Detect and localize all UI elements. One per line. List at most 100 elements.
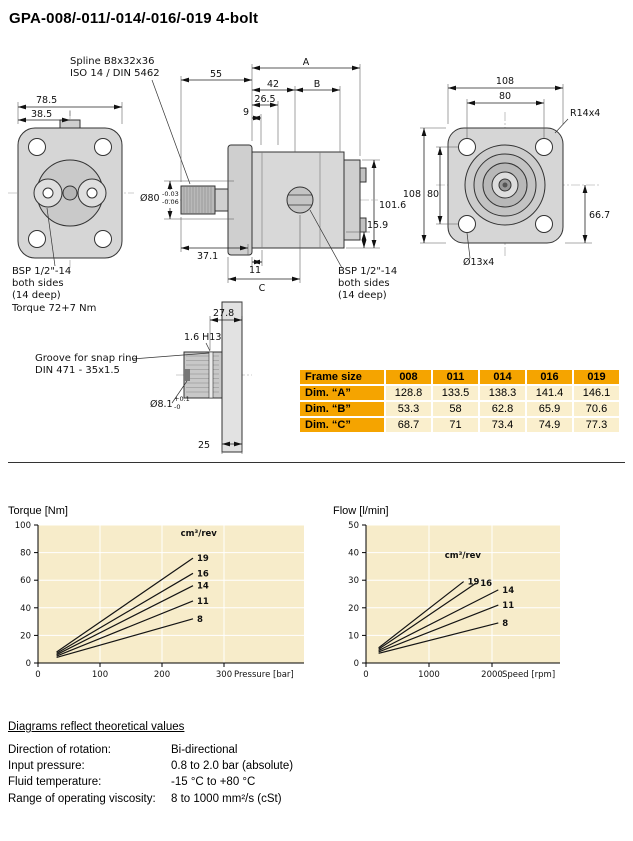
- dim-66-7: 66.7: [589, 210, 610, 221]
- chart-plot-area: [38, 525, 304, 663]
- spline-note: Spline B8x32x36 ISO 14 / DIN 5462: [70, 56, 191, 185]
- y-tick-label: 0: [26, 659, 31, 669]
- table-cell: 53.3: [384, 400, 433, 418]
- y-tick-label: 30: [348, 576, 359, 586]
- section-divider: [8, 462, 625, 463]
- front-view: 78.5 38.5 BSP 1/2"-14 both sides (14 dee…: [8, 95, 134, 314]
- spec-label: Range of operating viscosity:: [8, 792, 156, 805]
- spec-label: Direction of rotation:: [8, 744, 111, 756]
- table-cell: 70.6: [572, 400, 621, 418]
- table-header-019: 019: [572, 368, 621, 386]
- dim-25: 25: [198, 440, 210, 451]
- series-line-11: [378, 604, 499, 653]
- row-label: Dim. “B”: [298, 400, 386, 418]
- table-cell: 133.5: [431, 384, 480, 402]
- chart-grid: [38, 524, 304, 663]
- y-tick-label: 80: [20, 549, 31, 559]
- dim-A: A: [303, 57, 310, 68]
- series-label-11: 11: [502, 601, 514, 611]
- dim-80-top: 80: [499, 91, 511, 102]
- table-cell: 62.8: [478, 400, 527, 418]
- svg-text:ISO 14 / DIN 5462: ISO 14 / DIN 5462: [70, 68, 160, 79]
- table-header-row: Frame size 008 011 014 016 019: [298, 368, 621, 386]
- dim-15-9: 15.9: [367, 220, 388, 231]
- series-line-14: [56, 585, 194, 656]
- spec-row: Fluid temperature: -15 °C to +80 °C: [8, 776, 293, 792]
- table-header-011: 011: [431, 368, 480, 386]
- page-title: GPA-008/-011/-014/-016/-019 4-bolt: [9, 10, 259, 27]
- dim-B: B: [314, 79, 321, 90]
- spec-row: Direction of rotation: Bi-directional: [8, 744, 293, 760]
- svg-text:DIN 471 - 35x1.5: DIN 471 - 35x1.5: [35, 365, 120, 376]
- side-dims: A 55 42 B 26.5 9: [140, 57, 406, 294]
- x-tick-label: 0: [363, 670, 368, 680]
- y-tick-label: 40: [20, 604, 31, 614]
- svg-text:both sides: both sides: [338, 278, 390, 289]
- dim-37-1: 37.1: [197, 251, 218, 262]
- diagrams-note: Diagrams reflect theoretical values: [8, 721, 185, 733]
- spec-label: Fluid temperature:: [8, 776, 102, 789]
- series-label-11: 11: [197, 597, 209, 607]
- torque-chart-title: Torque [Nm]: [8, 505, 68, 517]
- side-port-note: BSP 1/2"-14 both sides (14 deep): [309, 209, 397, 301]
- groove-width: 1.6 H13: [184, 332, 221, 343]
- table-cell: 146.1: [572, 384, 621, 402]
- spec-row: Range of operating viscosity: 8 to 1000 …: [8, 793, 293, 809]
- table-row-dim-c: Dim. “C” 68.7 71 73.4 74.9 77.3: [298, 416, 621, 434]
- front-dims: 78.5 38.5: [17, 95, 123, 124]
- y-tick-label: 20: [20, 631, 31, 641]
- dim-11: 11: [249, 265, 261, 276]
- svg-text:both sides: both sides: [12, 278, 64, 289]
- dim-80-left: 80: [427, 189, 439, 200]
- dim-d8-1: Ø8.1: [150, 399, 173, 410]
- table-cell: 138.3: [478, 384, 527, 402]
- svg-text:BSP 1/2"-14: BSP 1/2"-14: [338, 266, 397, 277]
- shaft-hatch: [186, 355, 219, 393]
- x-axis-unit-label: Pressure [bar]: [234, 670, 294, 680]
- series-label-14: 14: [502, 586, 514, 596]
- spec-label: Input pressure:: [8, 760, 85, 773]
- y-tick-label: 60: [20, 576, 31, 586]
- front-port-note: BSP 1/2"-14 both sides (14 deep) Torque …: [11, 207, 96, 314]
- x-tick-label: 300: [216, 670, 232, 680]
- series-line-19: [56, 557, 194, 653]
- dim-9: 9: [243, 107, 249, 118]
- dim-27-8: 27.8: [213, 308, 234, 319]
- groove-note: Groove for snap ring DIN 471 - 35x1.5: [35, 352, 210, 376]
- technical-drawings: Spline B8x32x36 ISO 14 / DIN 5462: [8, 56, 610, 454]
- x-tick-label: 200: [154, 670, 170, 680]
- table-header-008: 008: [384, 368, 433, 386]
- series-label-8: 8: [197, 615, 203, 625]
- chart-axes: [362, 524, 560, 667]
- row-label: Dim. “A”: [298, 384, 386, 402]
- svg-text:BSP 1/2"-14: BSP 1/2"-14: [12, 266, 71, 277]
- x-tick-label: 100: [92, 670, 108, 680]
- series-line-16: [378, 582, 477, 650]
- table-cell: 141.4: [525, 384, 574, 402]
- x-tick-label: 0: [35, 670, 40, 680]
- displacement-unit-label: cm³/rev: [445, 551, 482, 561]
- spec-row: Input pressure: 0.8 to 2.0 bar (absolute…: [8, 760, 293, 776]
- table-row-dim-b: Dim. “B” 53.3 58 62.8 65.9 70.6: [298, 400, 621, 418]
- series-label-14: 14: [197, 582, 209, 592]
- d80-tol-lower: -0.06: [162, 198, 179, 206]
- dim-78-5: 78.5: [36, 95, 57, 106]
- dim-101-6: 101.6: [379, 200, 406, 211]
- chart-axes: [34, 524, 304, 667]
- rear-dims: 108 80 R14x4 108 80 66.7 Ø13x4: [403, 76, 610, 268]
- series-label-8: 8: [502, 619, 508, 629]
- table-row-dim-a: Dim. “A” 128.8 133.5 138.3 141.4 146.1: [298, 384, 621, 402]
- y-tick-label: 100: [15, 521, 31, 531]
- spec-value: 0.8 to 2.0 bar (absolute): [171, 760, 294, 773]
- detail-dims: 27.8 1.6 H13 25 Ø8.1 +0.1 -0: [150, 302, 243, 454]
- radius-note: R14x4: [570, 108, 600, 119]
- detail-view: 27.8 1.6 H13 25 Ø8.1 +0.1 -0 Groove for …: [35, 301, 252, 454]
- y-tick-label: 20: [348, 604, 359, 614]
- side-view: A 55 42 B 26.5 9: [140, 57, 406, 301]
- spec-list: Direction of rotation: Bi-directional In…: [8, 744, 293, 809]
- dim-108-left: 108: [403, 189, 421, 200]
- series-label-19: 19: [468, 578, 480, 588]
- series-line-19: [378, 581, 465, 649]
